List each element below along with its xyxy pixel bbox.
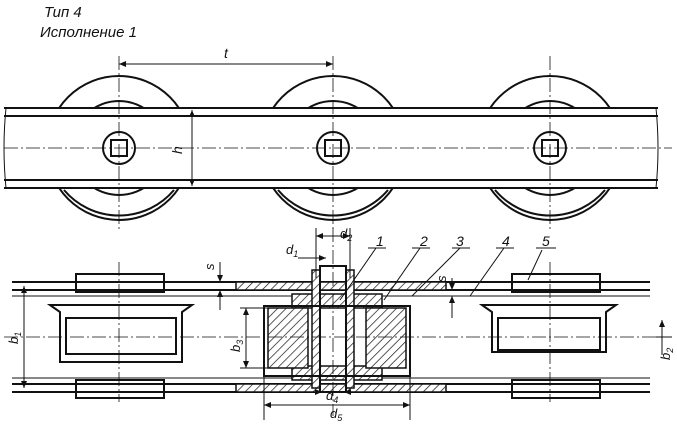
d5-label: d5 <box>330 406 343 423</box>
b1-label: b1 <box>6 332 23 344</box>
b2-label: b2 <box>658 348 675 360</box>
d4-label: d4 <box>326 388 338 405</box>
part-number-3: 3 <box>456 233 464 249</box>
part-number-4: 4 <box>502 233 510 249</box>
s-label-right: s <box>434 275 449 282</box>
type-caption: Тип 4 <box>44 4 82 21</box>
part-number-2: 2 <box>419 233 428 249</box>
height-label: h <box>169 146 185 154</box>
b3-label: b3 <box>228 340 245 352</box>
d1-label: d1 <box>286 242 298 259</box>
section-center <box>235 265 447 393</box>
part-number-5: 5 <box>542 233 550 249</box>
variant-caption: Исполнение 1 <box>40 24 138 41</box>
section-roller-right <box>478 273 620 399</box>
top-view <box>3 56 672 232</box>
pitch-label: t <box>224 45 229 61</box>
section-view <box>4 228 672 420</box>
part-number-1: 1 <box>376 233 384 249</box>
d2-label: d2 <box>340 226 352 243</box>
s-label-left: s <box>202 263 217 270</box>
section-roller-left <box>46 273 196 399</box>
